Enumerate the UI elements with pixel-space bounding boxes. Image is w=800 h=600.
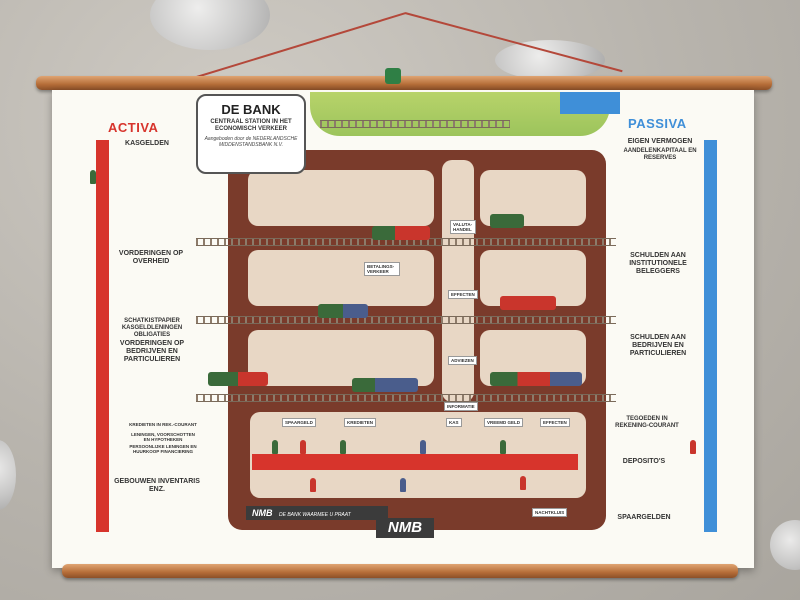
figure-clerk	[300, 440, 306, 454]
activa-item-kredieten: KREDIETEN IN REK.-COURANT	[129, 422, 197, 427]
poster-title-box: DE BANK CENTRAAL STATION IN HET ECONOMIS…	[196, 94, 306, 174]
tag-adviezen: ADVIEZEN	[448, 356, 477, 365]
passiva-blue-stripe	[704, 140, 717, 532]
passiva-item-aandelenkapitaal: AANDELENKAPITAAL EN RESERVES	[623, 148, 697, 161]
nmb-logo-gate: NMB	[376, 518, 434, 538]
train-floor-2	[318, 304, 368, 318]
activa-item-schatkistpapier: SCHATKISTPAPIER KASGELDLENINGEN OBLIGATI…	[121, 318, 183, 338]
tag-nachtkluis: NACHTKLUIS	[532, 508, 568, 517]
passiva-item-depositos: DEPOSITO'S	[622, 458, 666, 465]
rail-track-top	[320, 120, 510, 128]
tag-betalingsverkeer: BETALINGS- VERKEER	[364, 262, 400, 276]
figure-customer	[690, 440, 696, 454]
tag-informatie: INFORMATIE	[444, 402, 478, 411]
top-wooden-rod	[36, 76, 772, 90]
passiva-heading: PASSIVA	[628, 116, 687, 131]
floor-3-left	[248, 330, 434, 386]
tag-valutahandel: VALUTA- HANDEL	[450, 220, 476, 234]
train-floor-3-right	[490, 372, 582, 386]
activa-heading: ACTIVA	[108, 120, 159, 135]
passiva-item-spaargelden: SPAARGELDEN	[617, 514, 671, 521]
activa-item-vorderingen-bedrijven: VORDERINGEN OP BEDRIJVEN EN PARTICULIERE…	[119, 340, 185, 363]
plaster-ornament-top-right	[495, 40, 605, 80]
poster-subtitle: CENTRAAL STATION IN HET ECONOMISCH VERKE…	[210, 119, 292, 132]
bank-counter	[252, 454, 578, 470]
bottom-wooden-rod	[62, 564, 738, 578]
train-floor-3-mid	[352, 378, 418, 392]
figure-customer	[90, 170, 96, 184]
figure-clerk	[340, 440, 346, 454]
nmb-logo-banner: NMB DE BANK WAARMEE U PRAAT	[246, 506, 388, 520]
passiva-item-rekening-courant: TEGOEDEN IN REKENING-COURANT	[615, 416, 679, 429]
floor-2-left	[248, 250, 434, 306]
counter-tag-kredieten: KREDIETEN	[344, 418, 377, 427]
figure-clerk	[500, 440, 506, 454]
figure-customer	[520, 476, 526, 490]
activa-item-leningen: LENINGEN, VOORSCHOTTEN EN HYPOTHEKEN	[131, 432, 195, 442]
counter-tag-spaargeld: SPAARGELD	[282, 418, 316, 427]
rail-track-2	[196, 316, 616, 324]
activa-item-gebouwen: GEBOUWEN INVENTARIS ENZ.	[114, 478, 200, 493]
nmb-logo-mark: NMB	[252, 508, 273, 518]
train-floor-2-right	[500, 296, 556, 310]
passiva-item-schulden-bedrijven: SCHULDEN AAN BEDRIJVEN EN PARTICULIEREN	[629, 334, 687, 357]
figure-customer	[400, 478, 406, 492]
counter-tag-effecten: EFFECTEN	[540, 418, 570, 427]
activa-red-stripe	[96, 140, 109, 532]
poster-credit: Aangeboden door de NEDERLANDSCHE MIDDENS…	[204, 136, 298, 148]
figure-clerk	[272, 440, 278, 454]
figure-customer	[310, 478, 316, 492]
plaster-ornament-left	[0, 440, 16, 510]
counter-tag-kas: KAS	[446, 418, 462, 427]
green-clip	[385, 68, 401, 84]
figure-clerk	[420, 440, 426, 454]
activa-item-vorderingen-overheid: VORDERINGEN OP OVERHEID	[118, 250, 184, 265]
passiva-item-eigen-vermogen: EIGEN VERMOGEN	[627, 138, 693, 145]
poster-sky-strip	[560, 92, 620, 114]
poster-title: DE BANK	[221, 102, 281, 117]
train-floor-1	[372, 226, 430, 240]
train-floor-1-right	[490, 214, 524, 228]
nmb-slogan: DE BANK WAARMEE U PRAAT	[279, 512, 351, 518]
activa-item-persoonlijke-leningen: PERSOONLIJKE LENINGEN EN HUURKOOP FINANC…	[129, 444, 197, 454]
train-floor-3-left	[208, 372, 268, 386]
middle-shaft	[442, 160, 474, 402]
activa-item-kasgelden: KASGELDEN	[125, 140, 169, 147]
rail-track-3	[196, 394, 616, 402]
tag-effecten-mid: EFFECTEN	[448, 290, 478, 299]
floor-1-left	[248, 170, 434, 226]
counter-tag-vreemd-geld: VREEMD GELD	[484, 418, 524, 427]
passiva-item-institutionele-beleggers: SCHULDEN AAN INSTITUTIONELE BELEGGERS	[629, 252, 687, 275]
